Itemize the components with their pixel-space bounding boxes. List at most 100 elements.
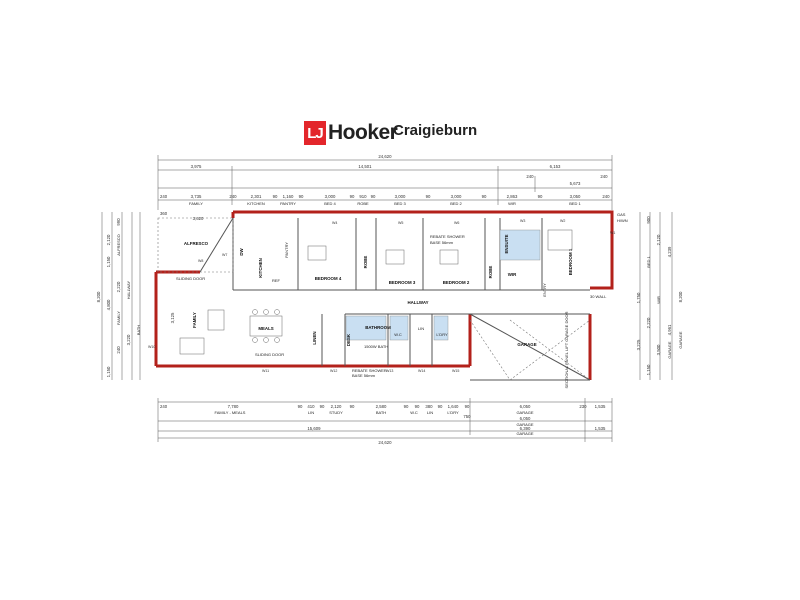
room-robe: ROBE [363, 256, 368, 269]
room-pantry: PANTRY [284, 242, 289, 258]
bottom-dims: 240 7,780 90 410 90 2,120 90 2,580 90 90… [160, 404, 606, 409]
dim-b-4: 90 [320, 404, 325, 409]
lbl-right-wir: WIR [656, 296, 661, 304]
dim-left-6: 1,150 [106, 366, 111, 377]
dim-right-3: 3,500 [656, 344, 661, 355]
dim-b-16: 1,535 [595, 404, 606, 409]
dim-right-7: 2,120 [656, 234, 661, 245]
office-name: Craigieburn [393, 122, 478, 139]
logo-word: Hooker [328, 121, 398, 144]
dim-r3-5: 1,160 [283, 194, 294, 199]
note-garage-door: SECTIONAL PANEL LIFT GARAGE DOOR [564, 311, 569, 388]
window-tags: W4 W5 W6 W3 W2 W1 W7 W8 W10 W11 W12 W13 … [148, 219, 615, 373]
right-dims: 8,200 4,961 4,239 3,500 3,225 2,220 1,75… [636, 216, 683, 376]
win-w12: W12 [330, 369, 337, 373]
lbl-wir: WIR [508, 201, 516, 206]
lbl-left-family: FAMILY [116, 311, 121, 325]
label-gas: GAS [617, 212, 626, 217]
dim-b2-2: 15,609 [307, 426, 321, 431]
room-lin: LIN [418, 326, 424, 331]
dim-top-c: 6,153 [550, 164, 561, 169]
dim-r3-0: 240 [160, 194, 168, 199]
win-w4: W4 [332, 221, 337, 225]
dim-r3-15: 2,863 [507, 194, 518, 199]
lbl-pantry: PANTRY [280, 201, 296, 206]
lbl-b-wc: W.C [410, 410, 418, 415]
dim-left-8: 240 [116, 346, 121, 354]
dim-left-9: 990 [116, 218, 121, 226]
dim-b-7: 2,580 [376, 404, 387, 409]
room-garage: GARAGE [517, 342, 536, 347]
dim-r3-13: 3,000 [451, 194, 462, 199]
wet-areas [345, 229, 541, 341]
dim-right-2: 4,239 [667, 246, 672, 257]
dim-b-6: 90 [350, 404, 355, 409]
lbl-right-garage2: GARAGE [667, 341, 672, 358]
dim-r3-9: 910 [359, 194, 367, 199]
dim-right-1: 4,961 [667, 324, 672, 335]
room-bed3: BEDROOM 3 [389, 280, 416, 285]
win-w5: W5 [398, 221, 403, 225]
win-w3: W3 [520, 219, 525, 223]
dim-top-240b: 240 [600, 174, 608, 179]
dashed-outlines [157, 217, 591, 381]
win-w6: W6 [454, 221, 459, 225]
dim-right-0: 8,200 [678, 291, 683, 302]
bottom-dimension-lines [157, 398, 613, 442]
top-room-dims: 240 3,735 240 2,301 90 1,160 90 3,000 90… [160, 194, 610, 199]
dim-b2-1: 6,390 [520, 426, 531, 431]
room-hallway: HALLWAY [407, 300, 428, 305]
dim-top-a: 3,975 [191, 164, 202, 169]
room-desk: DESK [346, 333, 351, 346]
dim-r3-3: 2,301 [251, 194, 262, 199]
overall-width-dim: 24,620 [378, 154, 392, 159]
dim-b-750: 750 [463, 414, 471, 419]
note-bath: 1500W BATH [364, 344, 388, 349]
dim-left-7: 3,125 [170, 312, 175, 323]
dim-b-14: 6,050 [520, 404, 531, 409]
dim-b-10: 380 [425, 404, 433, 409]
dim-r3-4: 90 [273, 194, 278, 199]
lbl-b-ldry: L'DRY [447, 410, 459, 415]
room-ldry: L'DRY [436, 332, 448, 337]
room-dw: DW [239, 247, 244, 255]
plan-notes: SLIDING DOOR SLIDING DOOR REBATE SHOWER … [176, 234, 607, 388]
dim-r3-8: 90 [350, 194, 355, 199]
note-sliding-door-1: SLIDING DOOR [176, 276, 205, 281]
dim-right-8: 900 [646, 216, 651, 224]
win-w14: W14 [418, 369, 425, 373]
room-wir: WIR [508, 272, 517, 277]
note-rebate-bottom: REBATE SHOWER [352, 368, 387, 373]
top-room-dim-labels: FAMILY KITCHEN PANTRY BED 4 ROBE BED 3 B… [189, 201, 582, 206]
win-w13: W13 [386, 369, 393, 373]
dim-left-5: 3,220 [126, 334, 131, 345]
lbl-left-hallway: HALLWAY [126, 280, 131, 299]
dim-right-9: 1,150 [646, 364, 651, 375]
win-w10: W10 [148, 345, 155, 349]
dim-left-4: 2,220 [116, 281, 121, 292]
lbl-b2-garage2: GARAGE [516, 431, 533, 436]
dim-b-11: 90 [438, 404, 443, 409]
lbl-bed1: BED 1 [569, 201, 581, 206]
dim-b2-0: 6,050 [520, 416, 531, 421]
logo-mark: LJ [304, 121, 326, 145]
lbl-bed3: BED 3 [394, 201, 406, 206]
lbl-b-study: STUDY [329, 410, 343, 415]
note-base-bottom: BASE 56mm [352, 373, 376, 378]
dim-r3-18: 240 [602, 194, 610, 199]
room-family: FAMILY [192, 312, 197, 328]
win-w15: W15 [452, 369, 459, 373]
room-ref: REF [272, 278, 281, 283]
dim-top-d: 5,673 [570, 181, 581, 186]
dim-b-1: 7,780 [228, 404, 239, 409]
dim-left-2: 2,120 [106, 234, 111, 245]
dim-r3-11: 3,000 [395, 194, 406, 199]
room-alfresco: ALFRESCO [184, 241, 209, 246]
dim-3620: 3,620 [193, 216, 204, 221]
dim-b-2: 90 [298, 404, 303, 409]
dim-r3-6: 90 [299, 194, 304, 199]
dim-b-13: 90 [465, 404, 470, 409]
dim-left-1: 4,800 [106, 299, 111, 310]
lbl-b-garage: GARAGE [516, 410, 533, 415]
